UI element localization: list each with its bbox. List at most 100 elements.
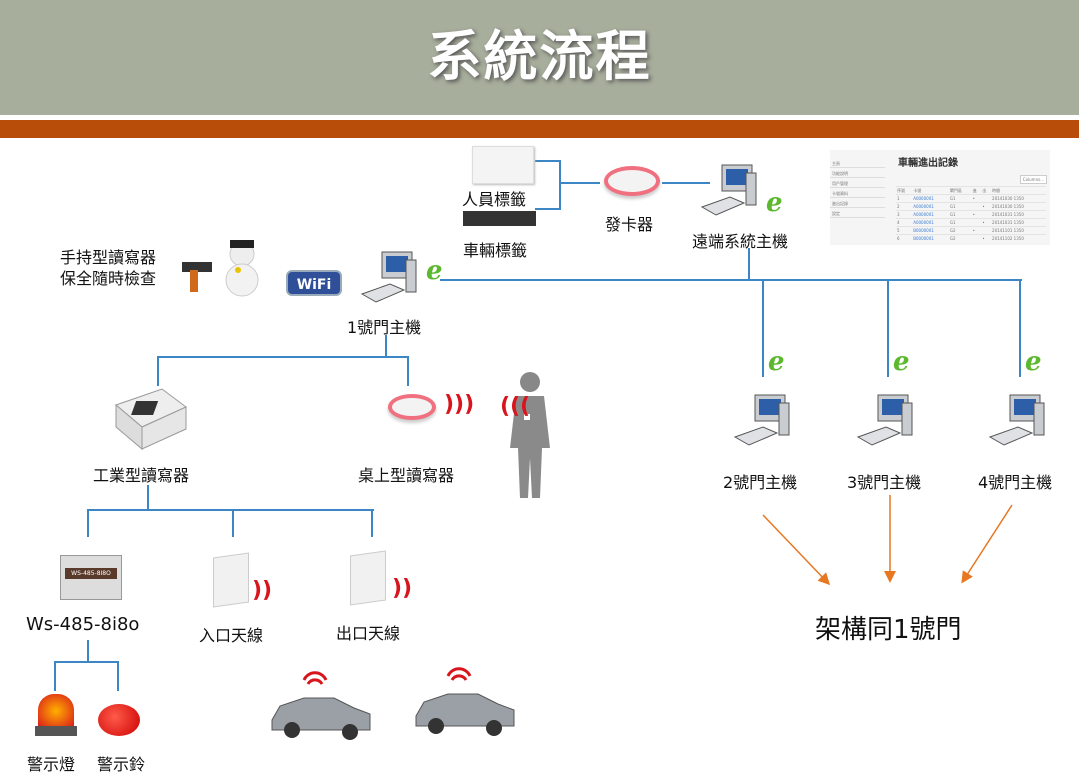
sidebar-item: 卡號資料 (830, 188, 885, 198)
table-cell: • (981, 234, 992, 243)
page-title: 系統流程 (427, 25, 652, 88)
table-cell (971, 218, 982, 227)
vehicle-tag (463, 211, 536, 226)
table-cell: A0000001 (912, 202, 949, 211)
warning-bell-label: 警示鈴 (97, 755, 146, 774)
vehicle-tag-label: 車輛標籤 (463, 241, 528, 260)
table-cell: B0000001 (912, 234, 949, 243)
table-cell: • (981, 218, 992, 227)
column-header: 閘門區 (948, 186, 972, 195)
ie-browser-icon: e (766, 188, 783, 218)
table-cell: G2 (948, 226, 972, 235)
table-cell: • (971, 226, 982, 235)
card-issuer-device (604, 166, 660, 196)
io-module-device: WS-485-8I8O (60, 555, 122, 600)
ie-browser-icon: e (768, 347, 785, 377)
table-cell: 20141031 1350 (991, 218, 1046, 227)
column-header: 序號 (896, 186, 913, 195)
sidebar-item: 進出記錄 (830, 198, 885, 208)
table-cell: G1 (948, 194, 972, 203)
table-cell (971, 202, 982, 211)
table-cell: • (971, 194, 982, 203)
table-cell: • (981, 202, 992, 211)
industrial-reader-icon (115, 388, 187, 451)
table-cell: 20141031 1350 (991, 210, 1046, 219)
table-cell: A0000001 (912, 218, 949, 227)
header-band (0, 0, 1079, 115)
table-cell (981, 210, 992, 219)
handheld-label: 手持型讀寫器 (60, 248, 157, 267)
table-cell: 20141030 1350 (991, 194, 1046, 203)
warning-light-icon (38, 694, 74, 728)
desktop-reader-label: 桌上型讀寫器 (358, 466, 455, 485)
industrial-reader-label: 工業型讀寫器 (93, 466, 190, 485)
table-cell: • (971, 210, 982, 219)
table-cell: 1 (896, 194, 913, 203)
gate3-label: 3號門主機 (847, 473, 922, 492)
entry-antenna-label: 入口天線 (199, 626, 264, 645)
table-cell: A0000001 (912, 210, 949, 219)
gate2-label: 2號門主機 (723, 473, 798, 492)
table-cell: 5 (896, 226, 913, 235)
io-module-label: Ws-485-8i8o (26, 614, 140, 635)
remote-host-computer-icon (700, 164, 757, 216)
table-cell: B0000001 (912, 226, 949, 235)
io-module-plate: WS-485-8I8O (65, 568, 117, 579)
signal-waves-icon: )) (252, 578, 273, 603)
gate4-computer-icon (988, 394, 1045, 446)
table-cell: 2 (896, 202, 913, 211)
column-header: 進 (971, 186, 982, 195)
vehicle-log-screenshot: 主頁 功能說明 用戶管理 卡號資料 進出記錄 設定 車輛進出記錄 Columns… (830, 150, 1050, 245)
table-cell: 6 (896, 234, 913, 243)
table-cell: 3 (896, 210, 913, 219)
screenshot-title: 車輛進出記錄 (898, 158, 958, 169)
sidebar-item: 用戶管理 (830, 178, 885, 188)
car-with-tag-icon (415, 667, 515, 736)
column-header: 卡號 (912, 186, 949, 195)
ie-browser-icon: e (426, 256, 443, 286)
table-header-row: 序號卡號閘門區進出時間 (896, 186, 1046, 195)
table-cell: G1 (948, 218, 972, 227)
signal-waves-icon: ))) (444, 392, 475, 417)
ie-browser-icon: e (1025, 347, 1042, 377)
wifi-logo: WiFi (286, 270, 342, 296)
columns-button: Columns... (1019, 175, 1047, 184)
card-issuer-label: 發卡器 (605, 215, 654, 234)
warning-bell-icon (98, 704, 140, 736)
remote-host-label: 遠端系統主機 (692, 232, 789, 251)
sidebar-item: 主頁 (830, 158, 885, 168)
table-cell: G2 (948, 234, 972, 243)
gate2-computer-icon (733, 394, 790, 446)
exit-antenna-label: 出口天線 (336, 624, 401, 643)
gate1-label: 1號門主機 (347, 318, 422, 337)
table-cell: A0000001 (912, 194, 949, 203)
gate3-computer-icon (856, 394, 913, 446)
table-cell (981, 194, 992, 203)
table-cell (971, 234, 982, 243)
signal-waves-icon: ))) (500, 394, 531, 419)
gate4-label: 4號門主機 (978, 473, 1053, 492)
table-cell: G1 (948, 210, 972, 219)
table-cell: 20141102 1350 (991, 234, 1046, 243)
sidebar-item: 功能說明 (830, 168, 885, 178)
sidebar-item: 設定 (830, 208, 885, 218)
warning-light-base (35, 726, 77, 736)
screenshot-sidebar: 主頁 功能說明 用戶管理 卡號資料 進出記錄 設定 (830, 158, 885, 218)
personnel-tag-label: 人員標籤 (462, 190, 527, 209)
column-header: 出 (981, 186, 992, 195)
warning-light-label: 警示燈 (27, 755, 76, 774)
gate1-computer-icon (360, 251, 417, 303)
ie-browser-icon: e (893, 347, 910, 377)
personnel-tag-card (472, 146, 534, 184)
desktop-reader-device (388, 394, 436, 420)
exit-antenna-device (350, 550, 386, 606)
person-silhouette-icon (510, 372, 550, 498)
same-as-gate1-label: 架構同1號門 (815, 615, 962, 645)
